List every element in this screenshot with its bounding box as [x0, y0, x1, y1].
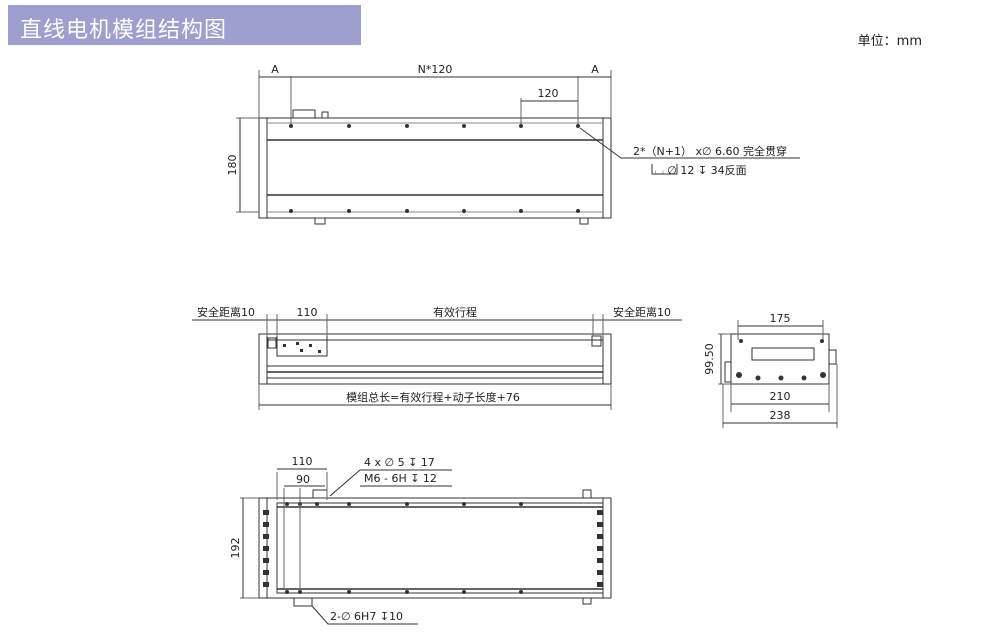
side-total-length: 模组总长=有效行程+动子长度+76	[346, 390, 520, 404]
bottom-callout-3: 2-∅ 6H7 ↧10	[330, 610, 403, 623]
end-dim-top: 175	[770, 312, 791, 325]
end-dim-height: 99.50	[703, 343, 716, 375]
top-view-frame	[258, 117, 612, 219]
top-dim-height: 180	[226, 155, 239, 176]
hole-callout-1: 2*（N+1） x∅ 6.60 完全贯穿	[633, 144, 787, 158]
side-dim-stroke: 有效行程	[433, 305, 477, 319]
top-dim-total: N*120	[418, 63, 453, 76]
end-view	[718, 320, 838, 428]
top-dim-a-right: A	[591, 63, 599, 76]
bottom-callout-2: M6 - 6H ↧ 12	[364, 472, 437, 485]
bottom-dim-90: 90	[296, 473, 310, 486]
top-view	[236, 70, 800, 225]
bottom-dim-192: 192	[229, 538, 242, 559]
bottom-view	[240, 468, 612, 625]
magnet-studs	[263, 502, 603, 594]
bottom-callout-1: 4 x ∅ 5 ↧ 17	[364, 456, 435, 469]
side-safety-left: 安全距离10	[197, 305, 255, 319]
top-dim-a-left: A	[271, 63, 279, 76]
end-dim-outer: 238	[770, 409, 791, 422]
end-dim-inner: 210	[770, 390, 791, 403]
side-view	[192, 314, 682, 410]
side-safety-right: 安全距离10	[613, 305, 671, 319]
bottom-dim-110: 110	[292, 455, 313, 468]
unit-label: 单位：mm	[857, 34, 922, 49]
page-title: 直线电机模组结构图	[20, 18, 228, 43]
side-dim-slider: 110	[297, 306, 318, 319]
top-dim-pitch: 120	[538, 87, 559, 100]
hole-callout-2: ⌴ ∅ 12 ↧ 34反面	[655, 164, 747, 177]
side-view-frame	[258, 333, 612, 385]
slider-block	[276, 333, 328, 357]
title-bar: 直线电机模组结构图	[8, 5, 361, 45]
mounting-holes	[289, 124, 580, 213]
bottom-view-frame	[258, 497, 612, 599]
